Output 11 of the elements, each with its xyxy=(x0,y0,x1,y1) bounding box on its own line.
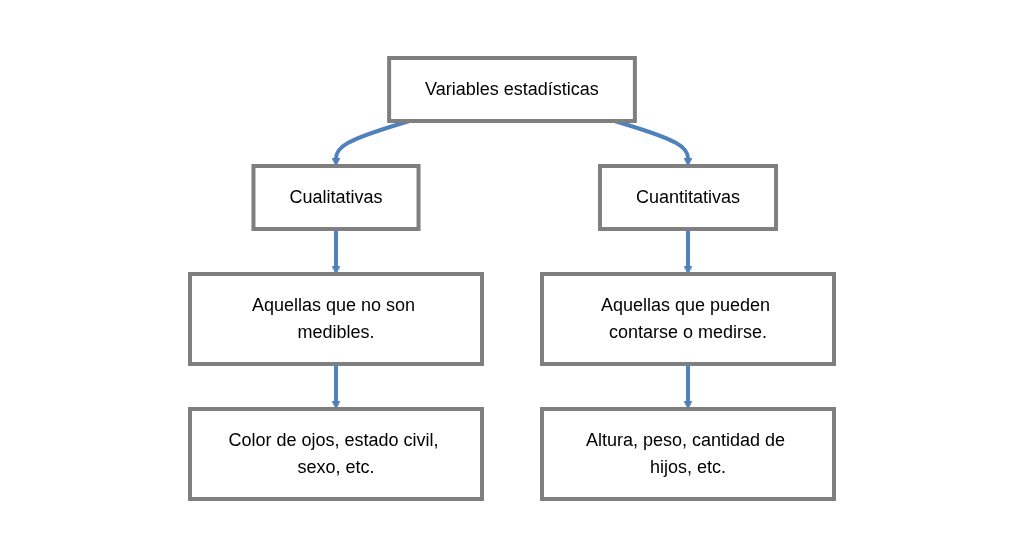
arrow xyxy=(683,229,692,275)
node-box: Color de ojos, estado civil, sexo, etc. xyxy=(187,407,484,501)
node-box: Aquellas que no son medibles. xyxy=(187,272,484,366)
arrow xyxy=(331,364,340,410)
node-box: Aquellas que pueden contarse o medirse. xyxy=(539,272,836,366)
arrow xyxy=(331,229,340,275)
arrow xyxy=(683,364,692,410)
node-box: Cuantitativas xyxy=(597,164,778,231)
node-box: Variables estadísticas xyxy=(386,56,637,123)
node-box: Cualitativas xyxy=(251,164,420,231)
node-box: Altura, peso, cantidad de hijos, etc. xyxy=(539,407,836,501)
